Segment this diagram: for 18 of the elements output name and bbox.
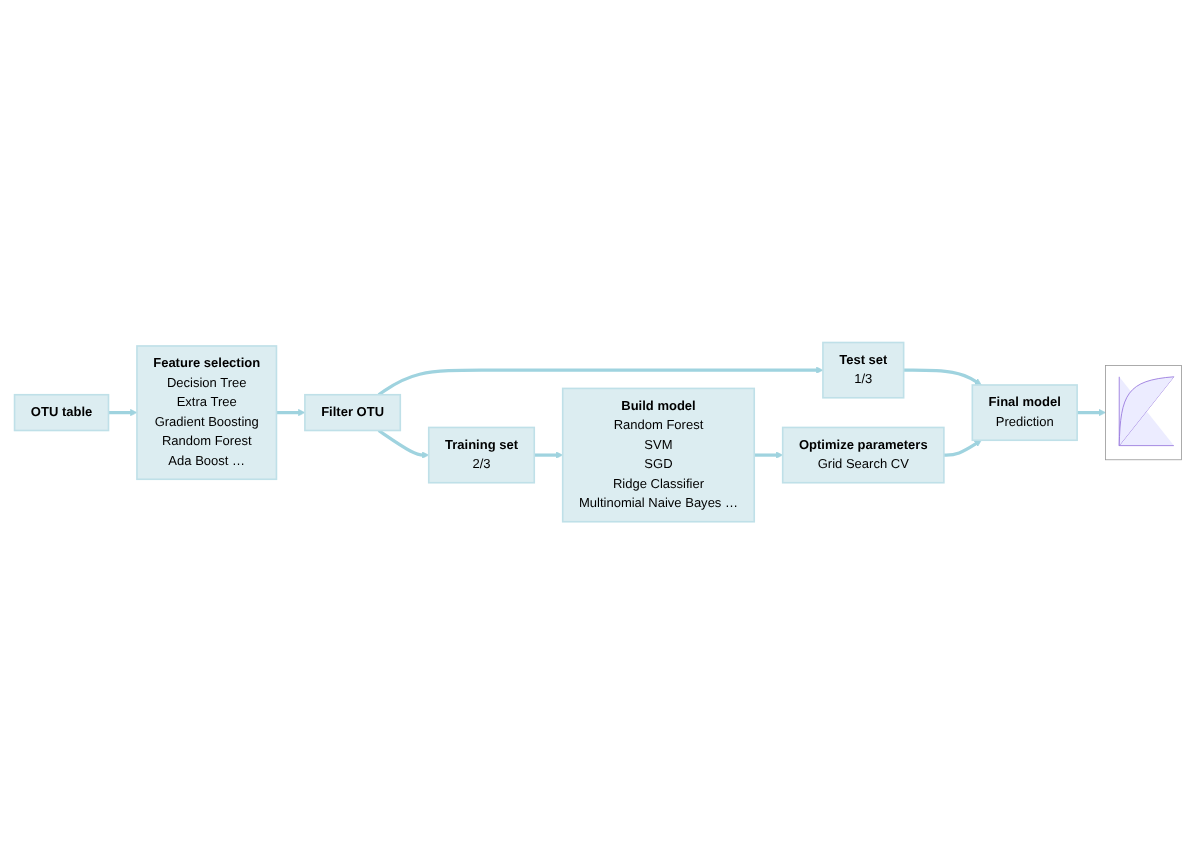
arrow [534,451,564,459]
arrow [1077,408,1106,417]
node-box [427,426,536,484]
node-box [781,426,945,484]
node-picture [1105,364,1182,461]
node-box [136,345,278,480]
node-box [971,384,1078,441]
node-box [561,387,756,523]
arrow [377,429,430,459]
arrow [108,408,138,417]
arrow [754,451,783,459]
arrow [943,439,982,457]
node-box [304,393,402,432]
arrow [377,366,824,396]
node-box [822,341,905,399]
node-box [13,393,110,432]
arrow [276,408,306,417]
arrow [903,368,982,386]
